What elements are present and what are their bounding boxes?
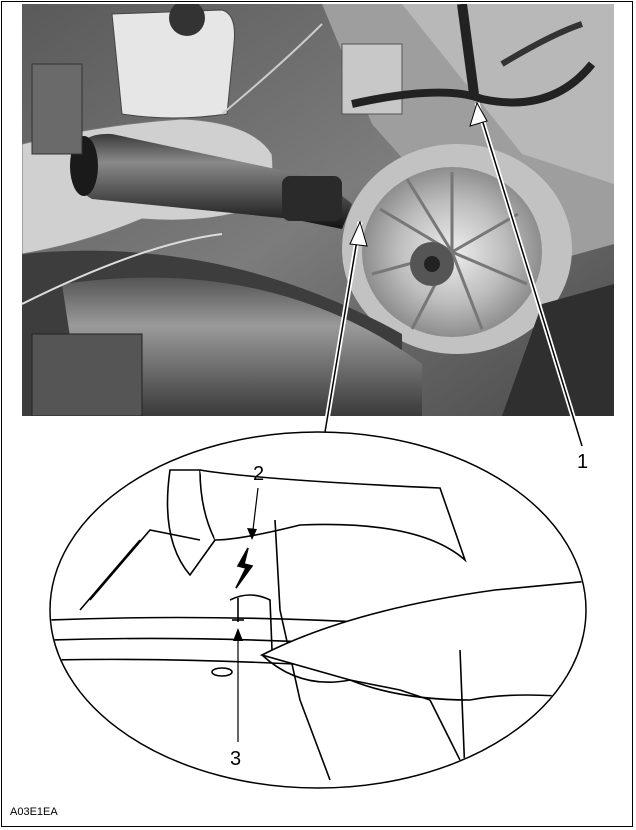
callout-1: 1 bbox=[577, 451, 589, 473]
callout-2: 2 bbox=[253, 463, 265, 485]
leader-arrow-1 bbox=[469, 101, 585, 447]
leader-arrow-detail bbox=[322, 220, 368, 433]
engine-photo bbox=[22, 4, 614, 416]
figure-code: A03E1EA bbox=[10, 806, 58, 818]
callout-3: 3 bbox=[230, 748, 242, 770]
